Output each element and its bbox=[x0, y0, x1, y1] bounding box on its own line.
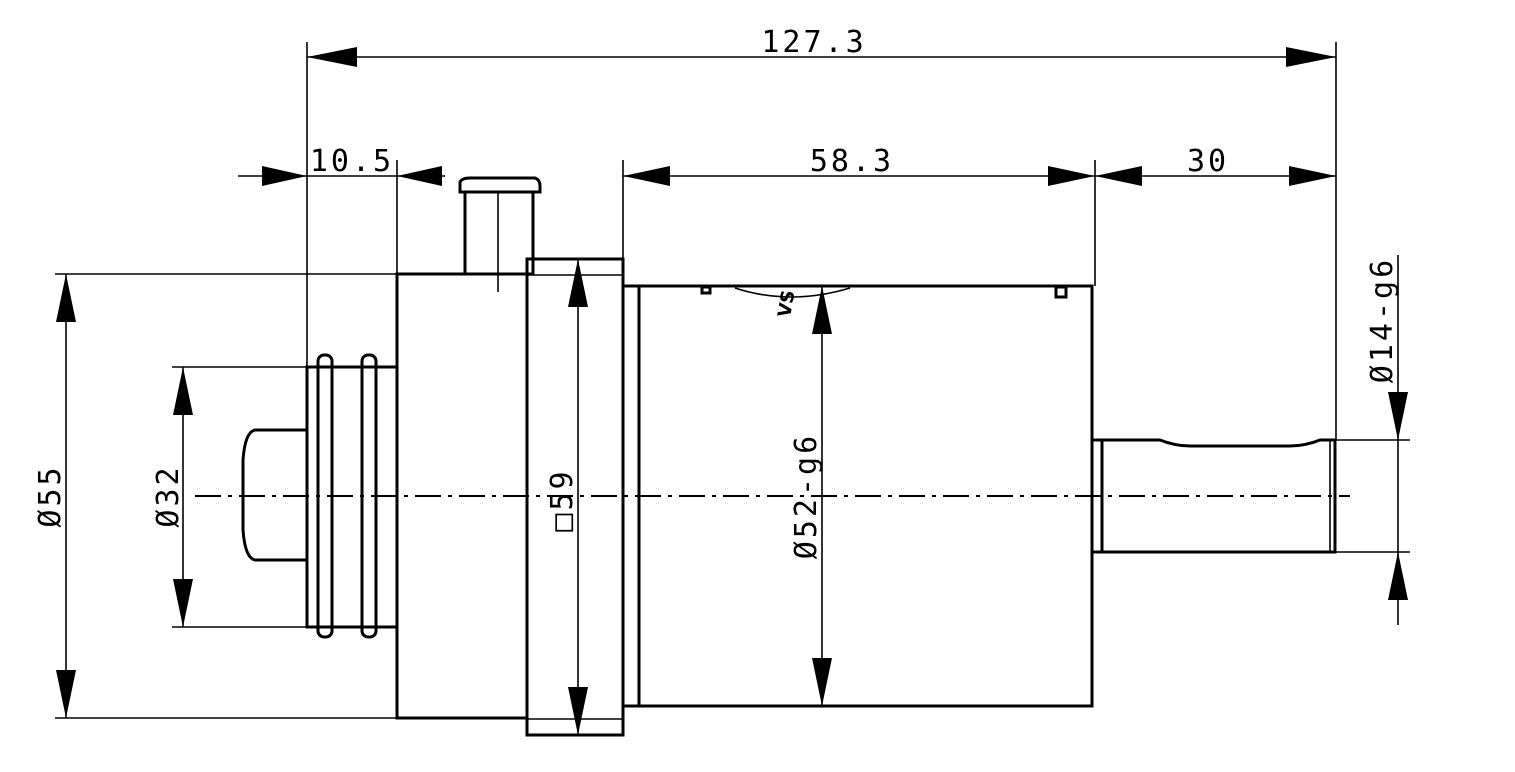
shaft-diameter-label: Ø14-g6 bbox=[1365, 257, 1400, 383]
overall-length-label: 127.3 bbox=[761, 25, 866, 60]
dimension-flange-square: □59 bbox=[545, 259, 588, 735]
dimension-body-length: 58.3 bbox=[623, 144, 1095, 186]
logo-mark: VS bbox=[774, 289, 799, 319]
shaft-length-label: 30 bbox=[1187, 144, 1229, 179]
body-screw-right bbox=[1054, 285, 1068, 299]
flange-square-label: □59 bbox=[545, 468, 580, 531]
dimension-left-offset: 10.5 bbox=[238, 144, 445, 186]
dimension-overall-length: 127.3 bbox=[307, 25, 1336, 67]
dimension-pilot-diameter: Ø32 bbox=[151, 367, 193, 627]
pilot-diameter-label: Ø32 bbox=[151, 464, 186, 527]
extension-lines bbox=[55, 42, 1410, 719]
top-plug-body bbox=[463, 190, 535, 276]
top-plug-cap bbox=[458, 176, 542, 194]
dimension-shaft-length: 30 bbox=[1095, 144, 1336, 186]
body-length-label: 58.3 bbox=[810, 144, 894, 179]
dimension-body-diameter: Ø52-g6 bbox=[789, 286, 832, 706]
body-diameter-label: Ø52-g6 bbox=[789, 433, 824, 559]
label-arc bbox=[734, 287, 851, 298]
body-screw-left bbox=[700, 285, 712, 295]
left-offset-label: 10.5 bbox=[310, 144, 394, 179]
dimension-shaft-diameter: Ø14-g6 bbox=[1365, 255, 1408, 625]
dimension-outer-diameter: Ø55 bbox=[33, 274, 76, 718]
outer-diameter-label: Ø55 bbox=[33, 464, 68, 527]
shaft bbox=[1100, 438, 1337, 554]
